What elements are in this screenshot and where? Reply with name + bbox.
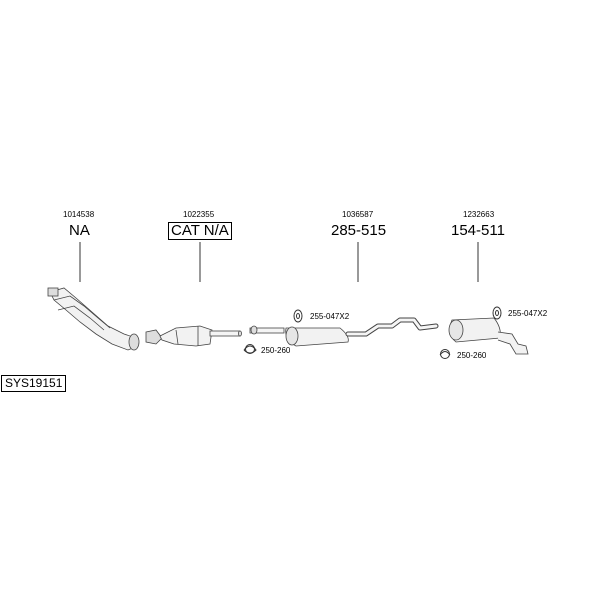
rear-silencer-icon — [448, 317, 529, 355]
clamp-icon — [439, 349, 451, 359]
rubber-mount-icon — [492, 306, 502, 320]
fitting-label-2: 250-260 — [261, 346, 291, 355]
part-label-2: CAT N/A — [168, 222, 232, 240]
fitting-label-4: 250-260 — [457, 351, 487, 360]
catalytic-converter-icon — [145, 325, 242, 347]
ref-number-4: 1232663 — [463, 210, 495, 219]
middle-silencer-icon — [249, 317, 439, 347]
fitting-label-1: 255-047X2 — [310, 312, 350, 321]
fitting-label-3: 255-047X2 — [508, 309, 548, 318]
rubber-mount-icon — [293, 309, 303, 323]
ref-number-2: 1022355 — [183, 210, 215, 219]
ref-number-1: 1014538 — [63, 210, 95, 219]
part-label-1: NA — [69, 222, 90, 239]
manifold-pipe-icon — [47, 287, 140, 351]
part-label-3: 285-515 — [331, 222, 387, 239]
clamp-icon — [243, 344, 257, 354]
part-label-4: 154-511 — [451, 222, 505, 239]
system-code-label: SYS19151 — [1, 375, 67, 392]
ref-number-3: 1036587 — [342, 210, 374, 219]
